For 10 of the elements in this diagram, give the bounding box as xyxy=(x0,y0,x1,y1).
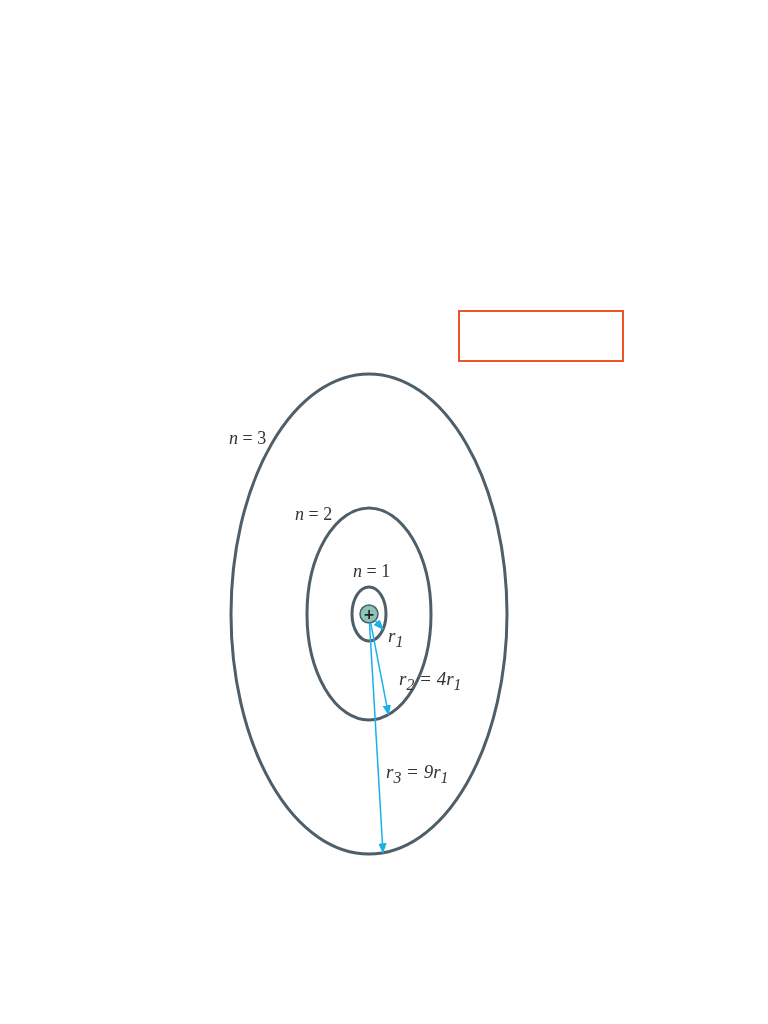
edge-label: r$_{1}$ xyxy=(388,626,404,650)
radius-arrow xyxy=(373,619,384,630)
plus-sign: + xyxy=(363,606,375,621)
radius-arrow xyxy=(369,622,391,716)
radius-arrow xyxy=(368,622,387,854)
edge-label: r$_{2}$ = 4r$_{1}$ xyxy=(399,669,462,693)
orbit-label: n = 2 xyxy=(295,505,333,523)
edge-label: r$_{3}$ = 9r$_{1}$ xyxy=(386,762,449,786)
orbit-label: n = 1 xyxy=(353,562,391,580)
orbit-label: n = 3 xyxy=(229,429,267,447)
